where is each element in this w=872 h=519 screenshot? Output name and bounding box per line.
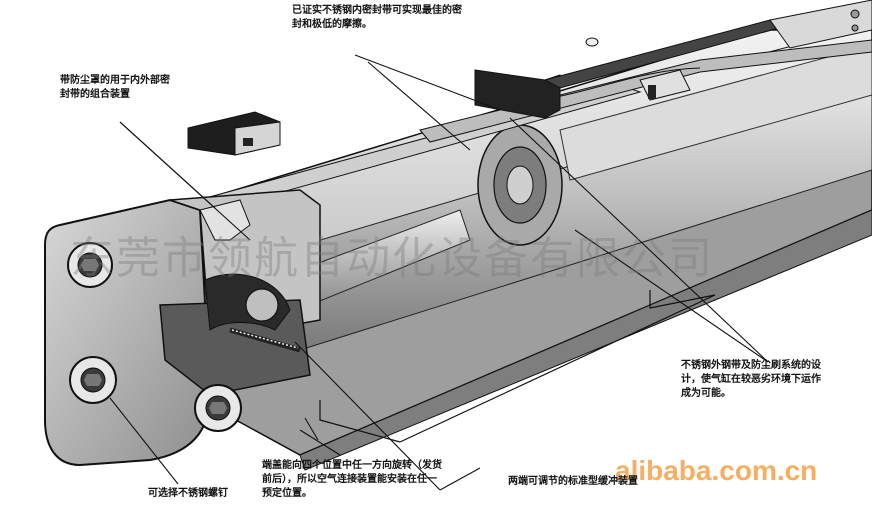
end-cap xyxy=(44,189,321,467)
annotation-outer-band-system: 不锈钢外钢带及防尘刷系统的设 计，使气缸在较恶劣环境下运作 成为可能。 xyxy=(681,360,821,399)
annotation-stainless-screws: 可选择不锈钢螺钉 xyxy=(148,488,228,499)
stroke-markers xyxy=(319,290,716,443)
annotation-rotatable-end-cap: 端盖能向四个位置中任一方向旋转（发货 前后），所以空气连接装置能安装在任一 预定… xyxy=(262,460,442,499)
bolt-bottom-right xyxy=(194,384,242,432)
annotation-adjustable-cushioning: 两端可调节的标准型缓冲装置 xyxy=(508,476,638,487)
site-watermark: alibaba.com.cn xyxy=(615,455,818,486)
cushion-screw xyxy=(229,327,301,353)
leader-lines xyxy=(109,54,769,491)
cylinder-bore xyxy=(269,44,872,351)
bolt-bottom-left xyxy=(69,356,117,404)
carriage-block xyxy=(474,0,872,119)
annotation-dust-cover-assembly: 带防尘罩的用于内外部密 封带的组合装置 xyxy=(60,75,170,100)
annotation-inner-seal-band: 已证实不锈钢内密封带可实现最佳的密 封和极低的摩擦。 xyxy=(292,5,462,30)
bolt-top-left xyxy=(67,242,113,288)
dust-cover-part xyxy=(187,111,281,156)
